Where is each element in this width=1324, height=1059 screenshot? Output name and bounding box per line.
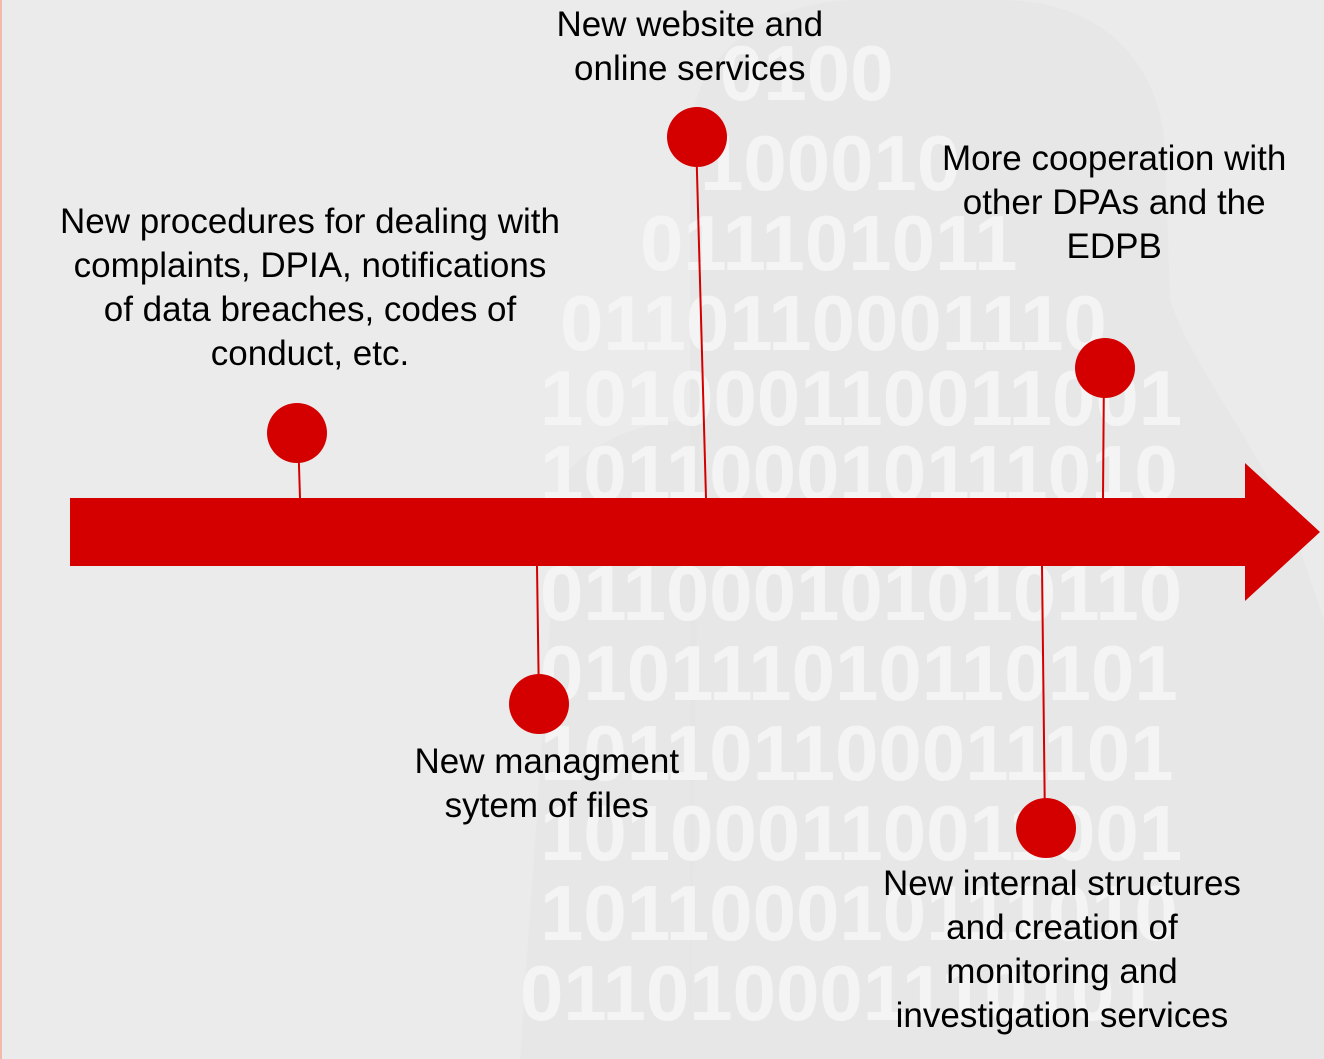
milestone-label-line: conduct, etc.: [210, 334, 410, 373]
milestone-label-line: monitoring and: [946, 952, 1178, 991]
milestone-label-line: EDPB: [1066, 227, 1162, 266]
milestone-label-line: complaints, DPIA, notifications: [73, 246, 547, 285]
milestone-dot-cooperation: [1075, 338, 1135, 398]
milestone-label-line: and creation of: [946, 908, 1178, 947]
svg-text:100010: 100010: [700, 119, 960, 207]
milestone-label-line: New internal structures: [883, 864, 1241, 903]
milestone-label-internal: New internal structures and creation of mo…: [883, 862, 1241, 1038]
milestone-dot-website: [667, 107, 727, 167]
milestone-dot-procedures: [267, 403, 327, 463]
milestone-label-line: investigation services: [895, 996, 1229, 1035]
svg-text:0110110001110: 0110110001110: [560, 279, 1107, 367]
svg-text:0100: 0100: [720, 29, 894, 117]
milestone-label-website: New website and online services: [557, 3, 824, 91]
milestone-dot-internal: [1016, 798, 1076, 858]
milestone-label-procedures: New procedures for dealing with complaint…: [60, 200, 560, 376]
milestone-label-line: online services: [574, 49, 806, 88]
slide-left-edge: [0, 0, 2, 1059]
svg-text:011010001110101: 011010001110101: [520, 949, 1158, 1037]
svg-text:101100010111010: 101100010111010: [540, 869, 1178, 957]
milestone-dot-management: [509, 674, 569, 734]
milestone-label-line: other DPAs and the: [962, 183, 1266, 222]
milestone-label-line: New managment: [414, 742, 680, 781]
milestone-connector-internal: [1041, 565, 1046, 827]
milestone-label-line: More cooperation with: [942, 139, 1287, 178]
milestone-label-line: sytem of files: [444, 786, 649, 825]
svg-text:011101011: 011101011: [640, 199, 1018, 287]
svg-text:010111010110101: 010111010110101: [540, 629, 1178, 717]
milestone-connector-website: [695, 136, 707, 499]
svg-text:101101100011101: 101101100011101: [540, 709, 1173, 797]
milestone-label-line: New website and: [556, 5, 824, 44]
milestone-label-management: New managment sytem of files: [415, 740, 680, 828]
milestone-label-line: New procedures for dealing with: [60, 202, 560, 241]
timeline-arrow: [70, 463, 1320, 601]
milestone-label-line: of data breaches, codes of: [103, 290, 517, 329]
